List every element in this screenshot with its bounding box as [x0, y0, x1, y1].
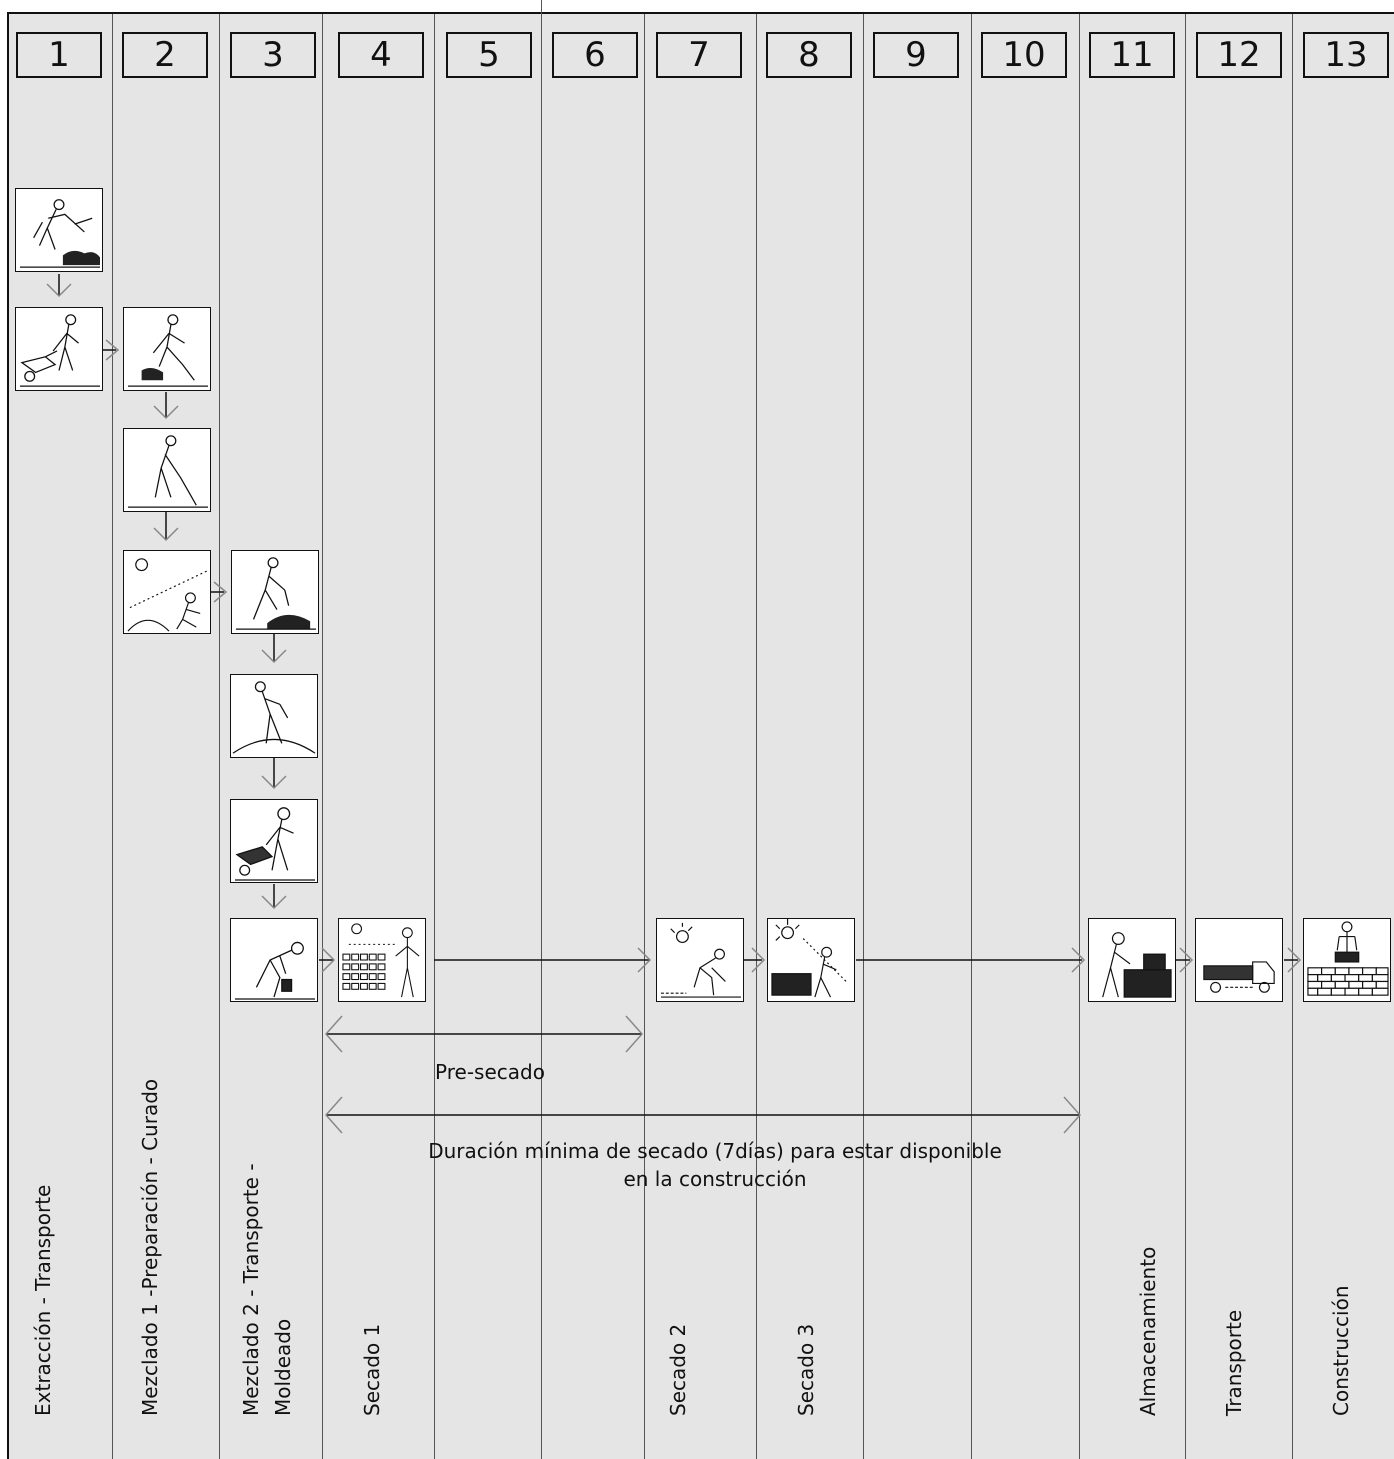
column-number-5: 5	[446, 32, 532, 78]
moulding-illustration	[230, 918, 318, 1002]
column-separator	[434, 12, 435, 1459]
column-number-10: 10	[981, 32, 1067, 78]
column-separator	[971, 12, 972, 1459]
column-number-4: 4	[338, 32, 424, 78]
column-separator	[112, 12, 113, 1459]
duracion-label: Duración mínima de secado (7días) para e…	[330, 1137, 1100, 1193]
column-separator	[756, 12, 757, 1459]
left-border	[7, 12, 9, 1459]
column-number-3: 3	[230, 32, 316, 78]
mixing-2-illustration	[231, 550, 319, 634]
presecado-label: Pre-secado	[435, 1060, 545, 1084]
column-number-1: 1	[16, 32, 102, 78]
truck-illustration	[1195, 918, 1283, 1002]
duracion-label-line2: en la construcción	[623, 1167, 807, 1191]
digging-illustration	[15, 188, 103, 272]
column-separator	[322, 12, 323, 1459]
preparation-illustration	[123, 428, 211, 512]
column-number-12: 12	[1196, 32, 1282, 78]
drying-2-illustration	[656, 918, 744, 1002]
column-label-1: Extracción - Transporte	[31, 1184, 55, 1416]
top-border	[7, 12, 1394, 14]
storage-illustration	[1088, 918, 1176, 1002]
mixing-illustration	[123, 307, 211, 391]
top-tick	[541, 0, 542, 14]
column-label-13: Construcción	[1329, 1285, 1353, 1417]
column-label-3-line1: Mezclado 2 - Transporte -	[239, 1163, 263, 1416]
column-number-13: 13	[1303, 32, 1389, 78]
duracion-label-line1: Duración mínima de secado (7días) para e…	[428, 1139, 1002, 1163]
column-label-11: Almacenamiento	[1136, 1246, 1160, 1416]
column-number-2: 2	[122, 32, 208, 78]
column-separator	[541, 12, 542, 1459]
column-label-4: Secado 1	[360, 1323, 384, 1416]
column-separator	[1292, 12, 1293, 1459]
column-number-6: 6	[552, 32, 638, 78]
column-label-7: Secado 2	[666, 1323, 690, 1416]
column-number-8: 8	[766, 32, 852, 78]
wheelbarrow-2-illustration	[230, 799, 318, 883]
column-label-3-line2: Moldeado	[271, 1318, 295, 1416]
diagram-background	[9, 12, 1394, 1459]
column-separator	[863, 12, 864, 1459]
column-label-8: Secado 3	[794, 1323, 818, 1416]
column-number-7: 7	[656, 32, 742, 78]
curing-illustration	[123, 550, 211, 634]
drying-1-illustration	[338, 918, 426, 1002]
construction-illustration	[1303, 918, 1391, 1002]
column-label-12: Transporte	[1222, 1309, 1246, 1416]
drying-3-illustration	[767, 918, 855, 1002]
wheelbarrow-illustration	[15, 307, 103, 391]
column-number-11: 11	[1089, 32, 1175, 78]
column-label-2: Mezclado 1 -Preparación - Curado	[138, 1078, 162, 1416]
transport-sand-illustration	[230, 674, 318, 758]
column-separator	[219, 12, 220, 1459]
column-separator	[644, 12, 645, 1459]
column-separator	[1185, 12, 1186, 1459]
column-separator	[1079, 12, 1080, 1459]
column-number-9: 9	[873, 32, 959, 78]
